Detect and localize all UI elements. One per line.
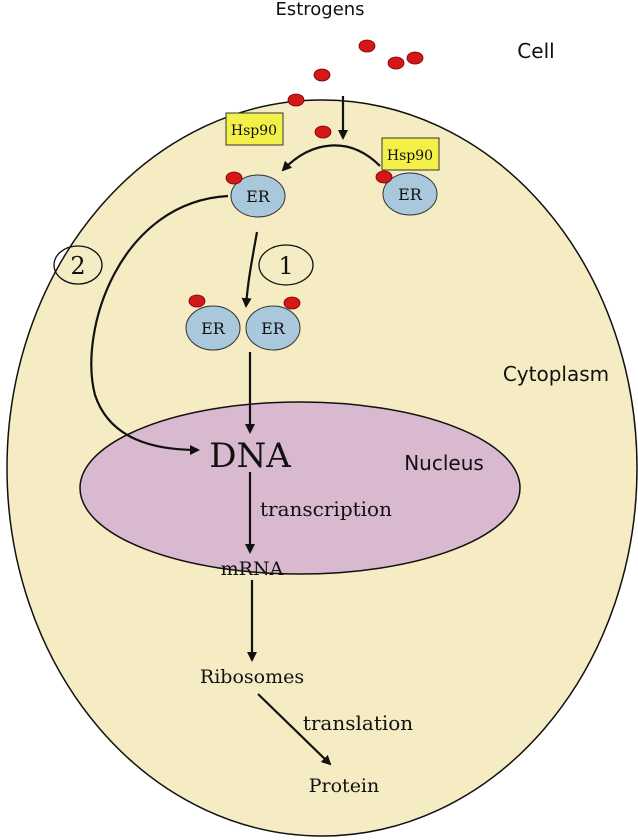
- er-dimer-left-label: ER: [201, 319, 226, 338]
- er-dimer-right-label: ER: [261, 319, 286, 338]
- er-dimer-left: [185, 305, 241, 351]
- nucleus: [79, 401, 521, 575]
- pathway-2-arrow: [90, 194, 229, 455]
- ribosomes-label: Ribosomes: [200, 666, 304, 688]
- estrogen-molecules: [287, 39, 424, 139]
- dissociation-arrow: [281, 144, 381, 172]
- ribosomes-to-protein-arrow: [257, 693, 332, 766]
- translation-label: translation: [303, 711, 413, 735]
- cell-label: Cell: [517, 39, 554, 63]
- pathway-2-marker: [53, 245, 103, 285]
- estrogens-label: Estrogens: [275, 0, 364, 20]
- cytoplasm-label: Cytoplasm: [503, 362, 609, 386]
- dna-label: DNA: [209, 436, 291, 476]
- estrogen-dot: [188, 294, 206, 308]
- nucleus-label: Nucleus: [404, 451, 484, 475]
- transcription-label: transcription: [260, 497, 392, 521]
- pathway-1-marker: [258, 244, 314, 286]
- er-label-bound: ER: [246, 187, 271, 206]
- protein-label: Protein: [309, 775, 380, 797]
- estrogen-dot: [375, 170, 393, 184]
- er-receptor-right: [382, 172, 438, 216]
- hsp90-label-left: Hsp90: [231, 123, 277, 139]
- estrogen-dot: [287, 93, 305, 107]
- estrogen-dot: [358, 39, 376, 53]
- hsp90-box-right: [381, 137, 440, 171]
- er-receptor-bound: [230, 174, 286, 218]
- estrogen-dot: [406, 51, 424, 65]
- hsp90-box-left: [225, 112, 284, 146]
- estrogen-dot: [314, 125, 332, 139]
- er-dimer-right: [245, 305, 301, 351]
- estrogen-dot: [313, 68, 331, 82]
- mrna-label: mRNA: [221, 558, 284, 580]
- estrogen-dot: [283, 296, 301, 310]
- pathway-2-label: 2: [70, 252, 85, 280]
- pathway-1-label: 1: [278, 252, 293, 280]
- estrogen-dot: [387, 56, 405, 70]
- pathway-1-arrow: [241, 231, 259, 308]
- er-label-right: ER: [398, 185, 423, 204]
- hsp90-label-right: Hsp90: [387, 148, 433, 164]
- pathway-arrows: [90, 96, 381, 766]
- estrogen-dot: [225, 171, 243, 185]
